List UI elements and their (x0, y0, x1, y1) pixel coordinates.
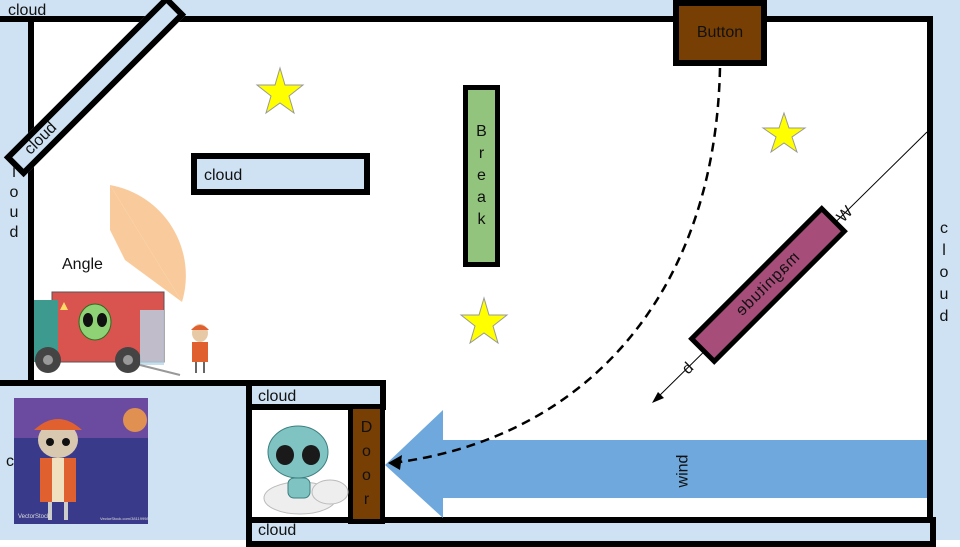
wind-label: wind (674, 454, 692, 488)
button-block[interactable]: Button (673, 0, 767, 66)
poster-url: VectorStock.com/38119998 (100, 516, 149, 521)
break-char: a (477, 189, 486, 206)
door-char: r (363, 491, 370, 508)
room-top-cloud-label: cloud (258, 388, 297, 405)
break-char: k (477, 211, 486, 228)
break-char: e (477, 167, 486, 184)
poster-brand: VectorStock (18, 514, 51, 520)
angle-wedge (110, 185, 186, 302)
left-room-char: c (6, 453, 14, 470)
left-cloud-wall (0, 16, 34, 386)
door-char: o (362, 467, 371, 484)
angle-label: Angle (62, 256, 103, 273)
cloud-alien-icon (263, 425, 349, 515)
dashed-path-arrow (391, 67, 722, 465)
mid-cloud-label: cloud (204, 167, 243, 184)
angle-wedge-fill (110, 185, 182, 302)
mid-cloud-platform (191, 153, 370, 195)
alien-icon (78, 303, 112, 341)
wind-arrow (385, 410, 927, 518)
door-char: o (362, 443, 371, 460)
star-icon (459, 296, 509, 345)
top-cloud-label: cloud (8, 2, 47, 19)
left-wall-label: l o u d (9, 164, 19, 241)
vector-arrowhead (652, 392, 664, 403)
dashed-arrowhead (388, 455, 402, 470)
right-cloud-wall (927, 16, 960, 540)
break-char: B (476, 123, 487, 140)
break-char: r (478, 145, 485, 162)
right-wall-label: c l o u d (939, 220, 949, 325)
magnitude-bar[interactable] (688, 205, 848, 365)
poster-image (14, 398, 148, 524)
star-icon (255, 66, 305, 115)
button-label: Button (696, 24, 744, 41)
star-icon (761, 111, 807, 154)
truck-icon (34, 291, 181, 376)
door-block[interactable]: D o o r (348, 404, 385, 524)
door-char: D (360, 419, 373, 436)
bottom-cloud-label: cloud (258, 522, 297, 539)
break-block[interactable]: B r e a k (463, 85, 500, 267)
kid-alien-icon (191, 324, 209, 373)
